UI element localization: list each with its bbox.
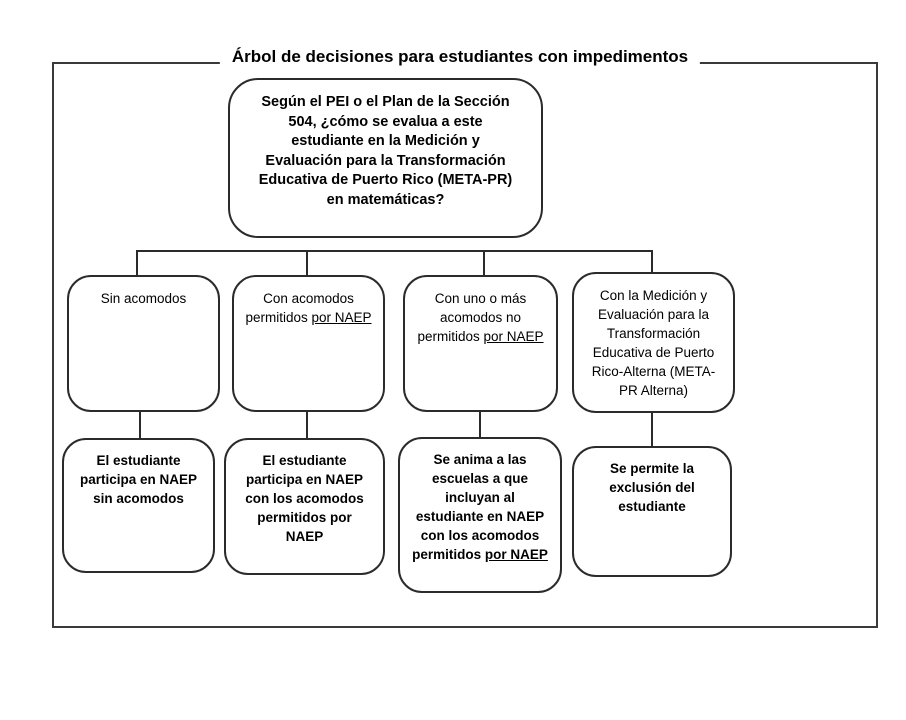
node-text-segment: El estudiante participa en NAEP con los … bbox=[245, 453, 364, 544]
branch-box-acomodos-no-permitidos: Con uno o más acomodos no permitidos por… bbox=[403, 275, 558, 412]
outcome-box-se-anima-escuelas: Se anima a las escuelas a que incluyan a… bbox=[398, 437, 562, 593]
connector-branch3-to-outcome3 bbox=[479, 411, 481, 438]
connector-drop-branch-4 bbox=[651, 250, 653, 273]
connector-branch2-to-outcome2 bbox=[306, 411, 308, 439]
node-text-segment: Se anima a las escuelas a que incluyan a… bbox=[412, 452, 545, 562]
outcome-box-exclusion-estudiante: Se permite la exclusión del estudiante bbox=[572, 446, 732, 577]
outcome-box-participa-sin-acomodos: El estudiante participa en NAEP sin acom… bbox=[62, 438, 215, 573]
branch-box-con-acomodos-permitidos: Con acomodos permitidos por NAEP bbox=[232, 275, 385, 412]
branch-box-sin-acomodos: Sin acomodos bbox=[67, 275, 220, 412]
outcome-box-participa-con-acomodos: El estudiante participa en NAEP con los … bbox=[224, 438, 385, 575]
node-text-segment: Se permite la exclusión del estudiante bbox=[609, 461, 695, 514]
node-text-segment: por NAEP bbox=[483, 329, 544, 344]
connector-horizontal-bar bbox=[136, 250, 653, 252]
root-question-box: Según el PEI o el Plan de la Sección 504… bbox=[228, 78, 543, 238]
root-question-text: Según el PEI o el Plan de la Sección 504… bbox=[258, 94, 513, 208]
diagram-title: Árbol de decisiones para estudiantes con… bbox=[219, 44, 701, 70]
node-text-segment: por NAEP bbox=[311, 310, 372, 325]
node-text-segment: Sin acomodos bbox=[100, 291, 187, 306]
node-text-segment: Con uno o más acomodos no permitidos bbox=[417, 291, 527, 344]
connector-drop-branch-3 bbox=[483, 250, 485, 276]
node-text-segment: por NAEP bbox=[484, 547, 548, 562]
connector-drop-branch-2 bbox=[306, 250, 308, 276]
node-text-segment: El estudiante participa en NAEP sin acom… bbox=[79, 453, 198, 506]
node-text-segment: Con acomodos permitidos bbox=[245, 291, 354, 325]
connector-drop-branch-1 bbox=[136, 250, 138, 276]
connector-branch1-to-outcome1 bbox=[139, 411, 141, 439]
node-text-segment: Con la Medición y Evaluación para la Tra… bbox=[591, 288, 716, 398]
branch-box-meta-pr-alterna: Con la Medición y Evaluación para la Tra… bbox=[572, 272, 735, 413]
connector-branch4-to-outcome4 bbox=[651, 412, 653, 447]
